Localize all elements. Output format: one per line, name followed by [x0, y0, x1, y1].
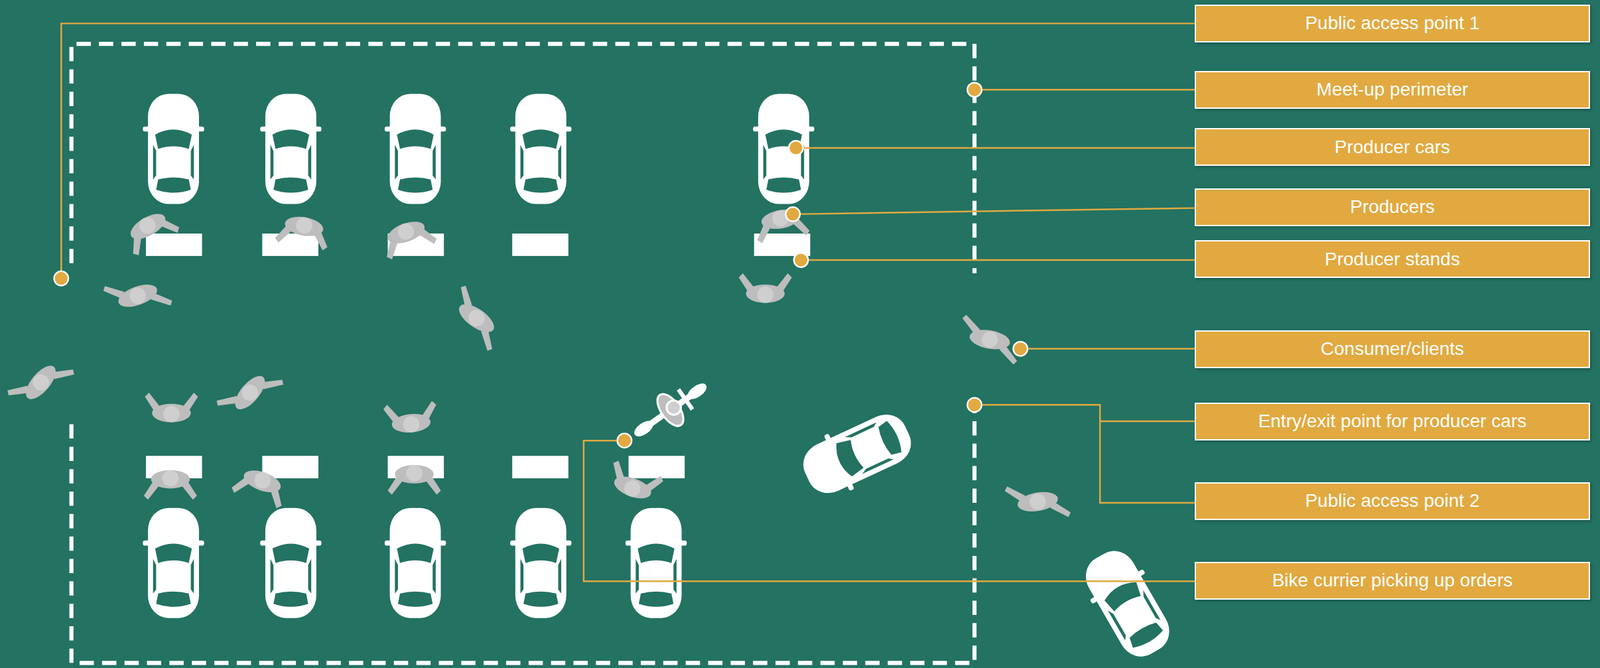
illustration-part — [230, 463, 290, 510]
illustration-part — [260, 93, 322, 204]
illustration-part — [61, 23, 1195, 278]
illustration-part — [102, 266, 174, 326]
label-text: Entry/exit point for producer cars — [1258, 410, 1528, 432]
illustration-part — [384, 508, 446, 619]
illustration-part — [652, 389, 688, 430]
leader-lines — [61, 23, 1195, 582]
illustration-part — [274, 212, 333, 252]
illustration-part — [260, 508, 322, 619]
label-box: Bike currier picking up orders — [1194, 561, 1590, 600]
illustration-part — [512, 455, 569, 479]
illustration-part — [796, 147, 1195, 149]
illustration-part — [144, 392, 198, 423]
illustration-part — [142, 508, 204, 619]
illustration-part — [143, 470, 198, 501]
illustration-part — [1020, 348, 1195, 350]
illustration-part — [974, 88, 1195, 91]
illustration-part — [604, 459, 665, 505]
illustration-part — [142, 93, 204, 204]
illustration-part — [214, 356, 286, 430]
illustration-part — [633, 419, 654, 438]
label-text: Producer cars — [1334, 136, 1451, 158]
label-text: Bike currier picking up orders — [1272, 569, 1514, 592]
label-box: Producers — [1194, 188, 1590, 227]
illustration-part — [510, 508, 572, 619]
label-box: Public access point 2 — [1194, 482, 1590, 521]
label-text: Consumer/clients — [1320, 338, 1465, 360]
illustration-part — [785, 206, 800, 222]
illustration-part — [1012, 341, 1028, 357]
illustration-part — [967, 82, 982, 98]
illustration-part — [792, 208, 1195, 215]
illustration-part — [510, 93, 572, 204]
illustration-part — [752, 93, 814, 204]
leader-dots — [54, 82, 1029, 448]
illustration-part — [625, 508, 687, 619]
illustration-part — [1073, 540, 1182, 667]
producer-stands — [145, 233, 810, 479]
illustration-part — [382, 400, 439, 435]
illustration-part — [583, 440, 1195, 582]
illustration-part — [54, 271, 69, 286]
illustration-part — [794, 252, 809, 268]
illustration-part — [120, 204, 182, 258]
illustration-part — [738, 273, 793, 304]
label-text: Producer stands — [1324, 248, 1461, 270]
label-text: Meet-up perimeter — [1316, 78, 1469, 101]
label-text: Producers — [1349, 196, 1435, 218]
illustration-part — [752, 205, 811, 245]
illustration-part — [145, 233, 203, 257]
illustration-part — [262, 233, 319, 257]
illustration-part — [974, 404, 1195, 503]
illustration-part — [788, 140, 804, 156]
illustration-part — [687, 382, 708, 400]
label-box: Consumer/clients — [1194, 330, 1590, 369]
label-box: Public access point 1 — [1194, 4, 1590, 43]
label-box: Producer cars — [1194, 128, 1590, 166]
people — [5, 204, 1072, 527]
label-text: Public access point 1 — [1304, 12, 1480, 34]
illustration-part — [5, 345, 76, 419]
illustration-part — [628, 455, 686, 479]
illustration-part — [1004, 476, 1072, 528]
illustration-part — [955, 314, 1024, 366]
illustration-part — [967, 398, 982, 413]
illustration-part — [388, 465, 442, 495]
illustration-part — [262, 455, 319, 479]
illustration-part — [794, 402, 921, 505]
illustration-part — [635, 384, 706, 436]
label-box: Meet-up perimeter — [1194, 70, 1590, 109]
illustration-part — [664, 398, 684, 418]
label-text: Public access point 2 — [1304, 490, 1480, 512]
illustration-part — [1099, 420, 1195, 422]
illustration-part — [439, 283, 514, 353]
label-box: Entry/exit point for producer cars — [1194, 402, 1590, 441]
illustration-part — [384, 93, 446, 204]
bike-courier — [625, 370, 716, 450]
illustration-part — [617, 433, 633, 448]
label-box: Producer stands — [1194, 240, 1590, 278]
illustration-part — [71, 43, 975, 274]
illustration-part — [378, 214, 438, 261]
illustration-part — [801, 259, 1196, 261]
meetup-perimeter — [71, 43, 975, 663]
illustration-part — [512, 233, 569, 257]
